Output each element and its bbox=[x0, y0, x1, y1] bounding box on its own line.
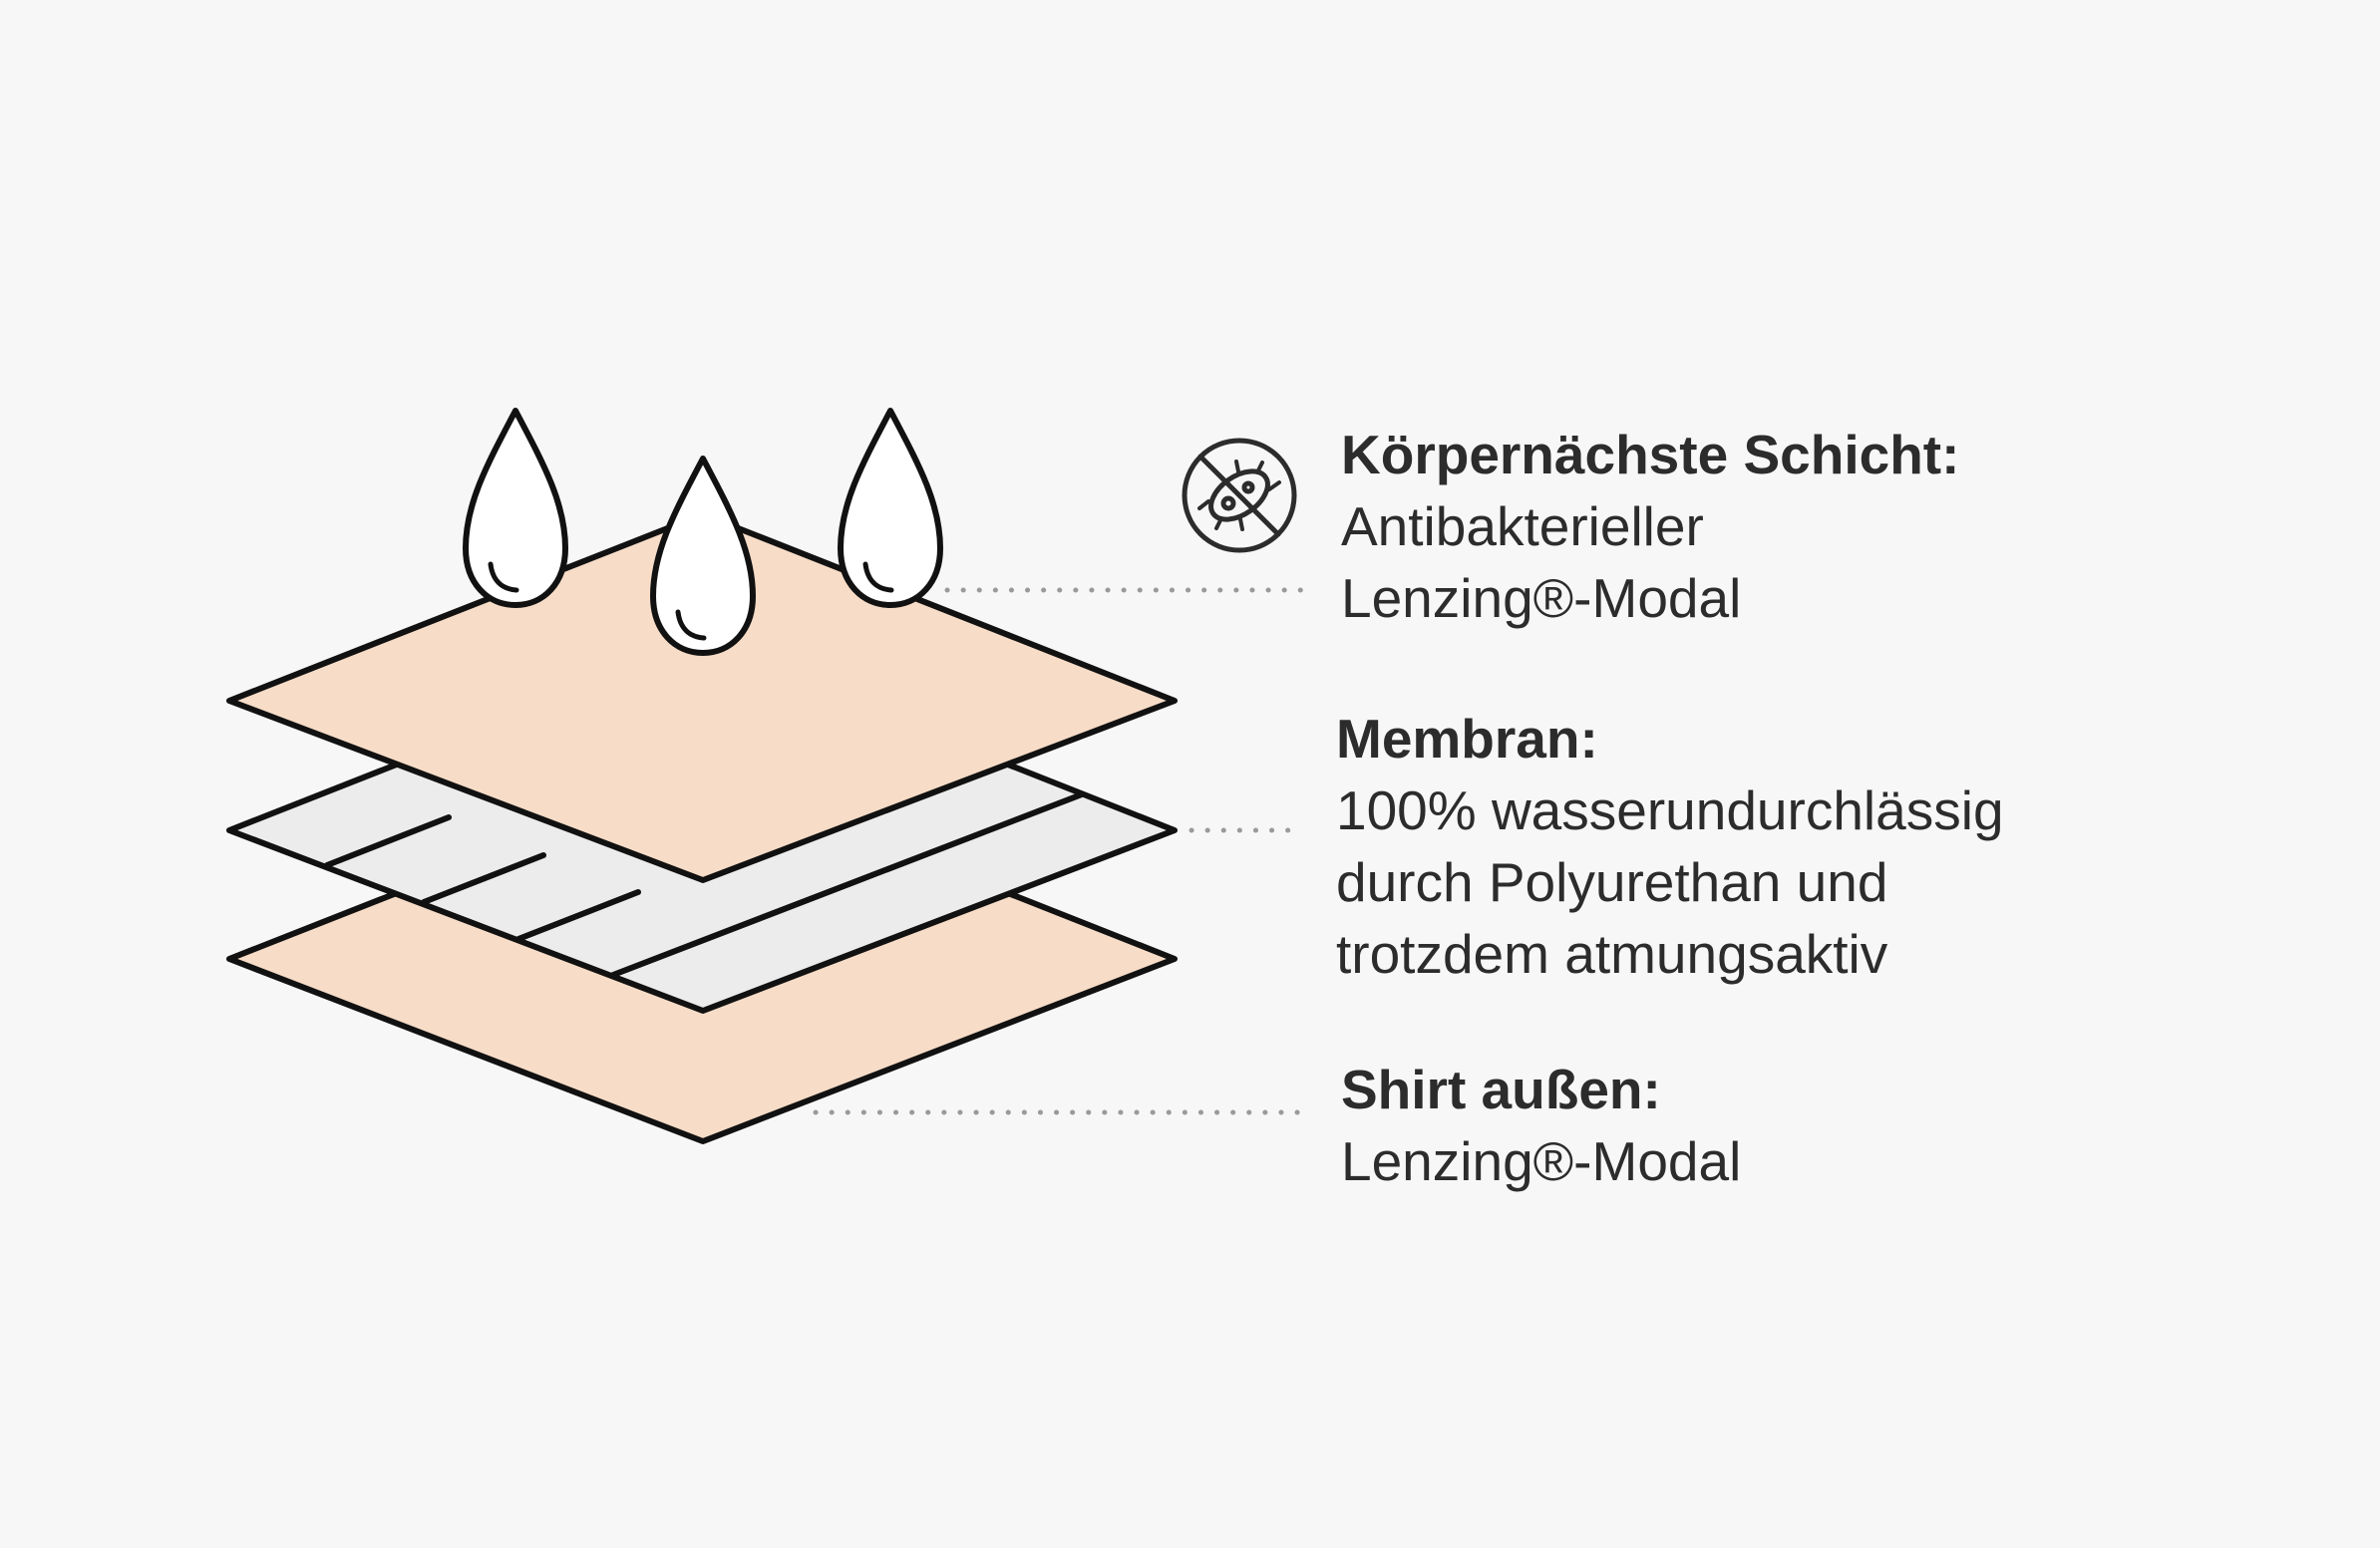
label-line: Lenzing®-Modal bbox=[1341, 1130, 1742, 1192]
label-line: trotzdem atmungsaktiv bbox=[1336, 923, 1888, 985]
label-title: Membran: bbox=[1336, 708, 1598, 770]
water-drop-icon bbox=[650, 456, 756, 656]
membrane-stripes bbox=[324, 791, 1085, 978]
label-body-layer: Körpernächste Schicht: Antibakterieller … bbox=[1341, 419, 2238, 634]
no-bacteria-icon bbox=[1182, 438, 1297, 553]
label-line: Lenzing®-Modal bbox=[1341, 567, 1742, 629]
label-line: Antibakterieller bbox=[1341, 495, 1704, 557]
label-title: Shirt außen: bbox=[1341, 1059, 1661, 1120]
label-line: durch Polyurethan und bbox=[1336, 851, 1888, 913]
label-outer-layer: Shirt außen: Lenzing®-Modal bbox=[1341, 1054, 2238, 1197]
water-drop-icon bbox=[838, 408, 943, 608]
label-membrane-layer: Membran: 100% wasserundurchlässig durch … bbox=[1336, 703, 2233, 990]
label-title: Körpernächste Schicht: bbox=[1341, 424, 1960, 485]
label-line: 100% wasserundurchlässig bbox=[1336, 779, 2004, 841]
water-drop-icon bbox=[463, 408, 568, 608]
